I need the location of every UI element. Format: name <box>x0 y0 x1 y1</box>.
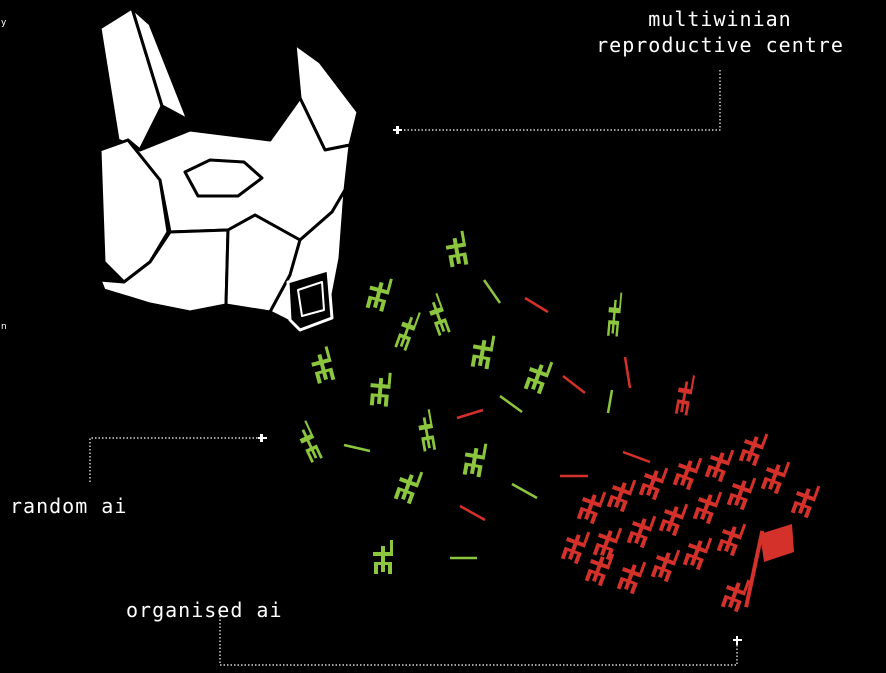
link-green <box>344 445 370 451</box>
stick-figure-icon <box>444 231 470 268</box>
stick-figure-icon <box>369 371 392 407</box>
stick-figure-icon <box>716 518 746 557</box>
stick-figure-icon <box>726 472 756 511</box>
link-red <box>563 376 585 393</box>
reproductive-centre-building <box>100 8 358 330</box>
stick-figure-icon <box>692 486 722 525</box>
link-green <box>484 280 500 303</box>
stick-figure-icon <box>606 474 636 513</box>
stick-figure-icon <box>760 456 790 495</box>
stick-figure-icon <box>658 498 688 537</box>
stick-figure-icon <box>790 480 820 519</box>
stick-figure-icon <box>424 293 451 336</box>
cut-off-letter: n <box>1 322 7 332</box>
label-random-ai: random ai <box>10 494 127 518</box>
stick-figure-icon <box>650 544 680 583</box>
label-organised-ai: organised ai <box>126 598 283 622</box>
stick-figure-icon <box>462 441 488 478</box>
stick-figure-icon <box>373 540 393 574</box>
link-red <box>625 357 630 388</box>
link-red <box>623 452 650 462</box>
stick-figure-icon <box>606 292 622 337</box>
leader-line-random <box>90 438 262 482</box>
cut-off-letter: y <box>1 18 6 28</box>
link-red <box>525 298 548 312</box>
link-green <box>500 396 522 412</box>
link-red <box>460 506 485 520</box>
stick-figure-icon <box>638 462 668 501</box>
stick-figure-icon <box>674 373 695 416</box>
stick-figure-icon <box>393 466 423 505</box>
arrow-head-icon <box>258 434 267 442</box>
stick-figure-icon <box>394 308 421 351</box>
organised-ai-group <box>560 373 820 612</box>
stick-figure-icon <box>704 444 734 483</box>
link-green <box>608 390 612 413</box>
stick-figure-icon <box>576 486 606 525</box>
arrow-head-icon <box>393 126 402 134</box>
label-line-1: multiwinian <box>560 6 880 32</box>
stick-figure-icon <box>682 532 712 571</box>
leader-line-centre <box>400 70 720 130</box>
stick-figure-icon <box>592 522 622 561</box>
stick-figure-icon <box>738 428 768 467</box>
stick-figure-icon <box>523 356 553 395</box>
stick-figure-icon <box>470 333 496 370</box>
stick-figure-icon <box>672 452 702 491</box>
stick-figure-icon <box>616 556 646 595</box>
stick-figure-icon <box>416 409 437 452</box>
label-reproductive-centre: multiwinian reproductive centre <box>560 6 880 58</box>
link-green <box>512 484 537 498</box>
leader-line-organised <box>220 616 737 665</box>
stick-figure-icon <box>560 526 590 565</box>
stick-figure-icon <box>626 510 656 549</box>
link-red <box>457 410 483 418</box>
arrow-head-icon <box>733 636 742 645</box>
flag-icon <box>744 524 794 608</box>
stick-figure-icon <box>365 274 393 312</box>
label-line-2: reproductive centre <box>560 32 880 58</box>
random-ai-group <box>294 231 623 574</box>
stick-figure-icon <box>308 346 336 384</box>
connection-lines <box>344 280 650 558</box>
stick-figure-icon <box>294 420 324 463</box>
